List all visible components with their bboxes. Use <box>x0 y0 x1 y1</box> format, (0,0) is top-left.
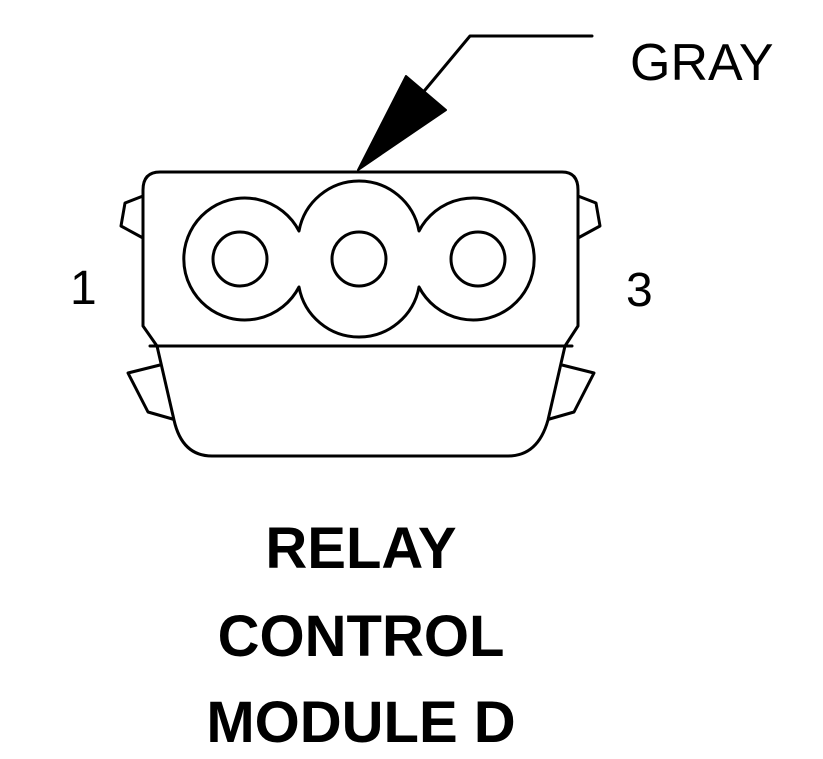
callout-leader <box>357 34 594 171</box>
title-line-1: RELAY <box>265 516 456 581</box>
leader-line <box>418 34 594 98</box>
title-line-3: MODULE D <box>206 690 515 755</box>
pin-label-right: 3 <box>626 264 653 317</box>
wire-color-label: GRAY <box>630 34 774 92</box>
upper-latch-tabs <box>119 194 602 240</box>
terminal-cavity-1 <box>211 230 269 288</box>
right-upper-tab <box>577 194 602 240</box>
cavity-outline <box>182 179 536 339</box>
connector-body <box>141 170 580 458</box>
title-line-2: CONTROL <box>218 604 505 669</box>
left-upper-tab <box>119 194 144 240</box>
terminal-cavity-2 <box>330 230 388 288</box>
terminal-cavity-3 <box>449 230 507 288</box>
pin-label-left: 1 <box>70 262 97 315</box>
arrowhead-icon <box>357 75 447 171</box>
